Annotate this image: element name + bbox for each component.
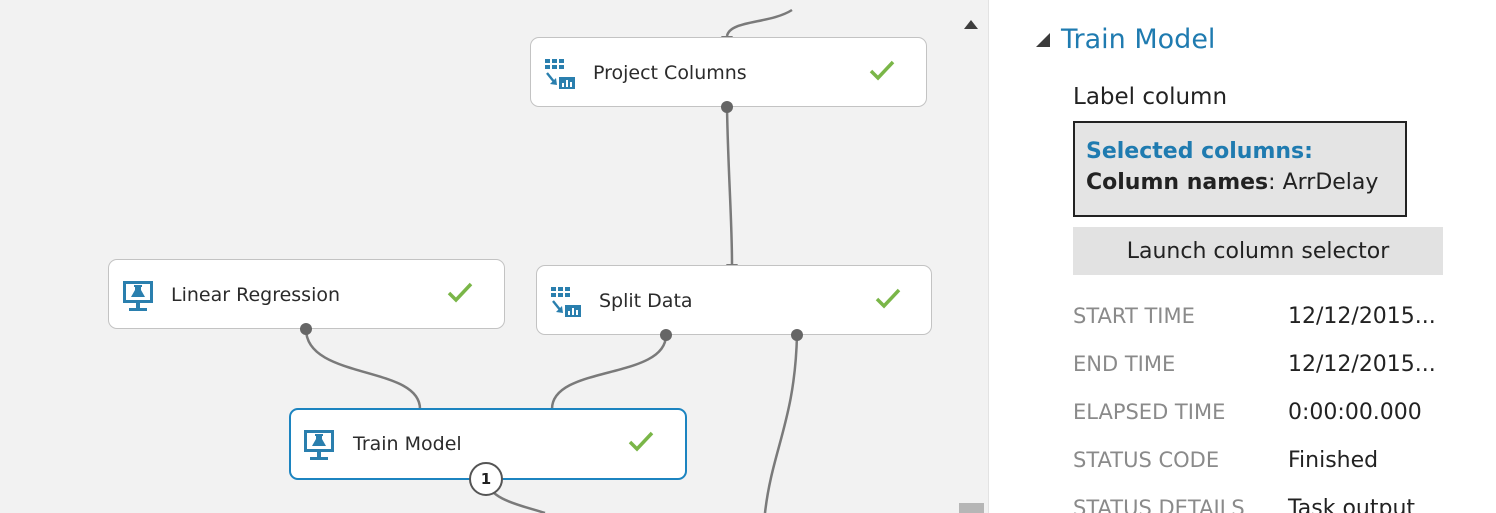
connector-incoming-project-columns [725, 8, 793, 37]
property-key: STATUS CODE [1073, 448, 1220, 472]
module-label: Split Data [599, 290, 693, 312]
finished-check-icon [869, 60, 895, 81]
module-linear-regression[interactable]: Linear Regression [108, 259, 505, 329]
property-value: 12/12/2015... [1288, 304, 1436, 329]
finished-check-icon [628, 431, 654, 452]
launch-column-selector-button[interactable]: Launch column selector [1073, 227, 1443, 275]
selected-columns-box: Selected columns: Column names: ArrDelay [1073, 121, 1407, 217]
module-project-columns[interactable]: Project Columns [530, 37, 927, 107]
column-names-line: Column names: ArrDelay [1086, 170, 1405, 195]
property-row-status-details: STATUS DETAILS Task output [1073, 496, 1496, 513]
label-column-caption: Label column [1073, 84, 1228, 110]
property-key: ELAPSED TIME [1073, 400, 1226, 424]
column-names-value: ArrDelay [1282, 170, 1379, 195]
scrollbar-thumb[interactable] [959, 503, 984, 513]
model-flask-icon [123, 281, 153, 311]
scroll-up-arrow-icon[interactable] [962, 18, 980, 32]
property-value: 0:00:00.000 [1288, 400, 1422, 425]
module-label: Project Columns [593, 62, 747, 84]
property-value: Task output [1288, 496, 1416, 513]
property-row-start-time: START TIME 12/12/2015... [1073, 304, 1496, 334]
connector-project-columns-to-split-data [725, 106, 734, 265]
property-value: Finished [1288, 448, 1379, 473]
property-key: START TIME [1073, 304, 1195, 328]
model-flask-icon [304, 430, 334, 460]
property-row-end-time: END TIME 12/12/2015... [1073, 352, 1496, 382]
output-port-badge[interactable]: 1 [469, 462, 503, 496]
connector-linear-regression-to-train-model [304, 328, 422, 410]
property-key: END TIME [1073, 352, 1176, 376]
property-key: STATUS DETAILS [1073, 496, 1245, 513]
finished-check-icon [447, 282, 473, 303]
module-label: Linear Regression [171, 284, 341, 306]
table-transform-icon [551, 287, 581, 317]
property-row-elapsed-time: ELAPSED TIME 0:00:00.000 [1073, 400, 1496, 430]
property-row-status-code: STATUS CODE Finished [1073, 448, 1496, 478]
section-title: Train Model [1061, 24, 1216, 55]
selected-columns-heading: Selected columns: [1086, 139, 1313, 164]
collapse-triangle-icon [1036, 33, 1050, 47]
finished-check-icon [875, 288, 901, 309]
module-split-data[interactable]: Split Data [536, 265, 932, 335]
experiment-canvas[interactable]: Project Columns Linear Regression [0, 0, 988, 513]
column-names-separator: : [1268, 170, 1283, 195]
module-label: Train Model [353, 433, 462, 455]
table-transform-icon [545, 59, 575, 89]
properties-panel: Train Model Label column Selected column… [988, 0, 1496, 513]
property-value: 12/12/2015... [1288, 352, 1436, 377]
connector-split-data-to-train-model [550, 334, 668, 410]
column-names-label: Column names [1086, 170, 1269, 195]
connector-split-data-output-right [763, 334, 799, 513]
canvas-scrollbar[interactable] [956, 0, 988, 513]
